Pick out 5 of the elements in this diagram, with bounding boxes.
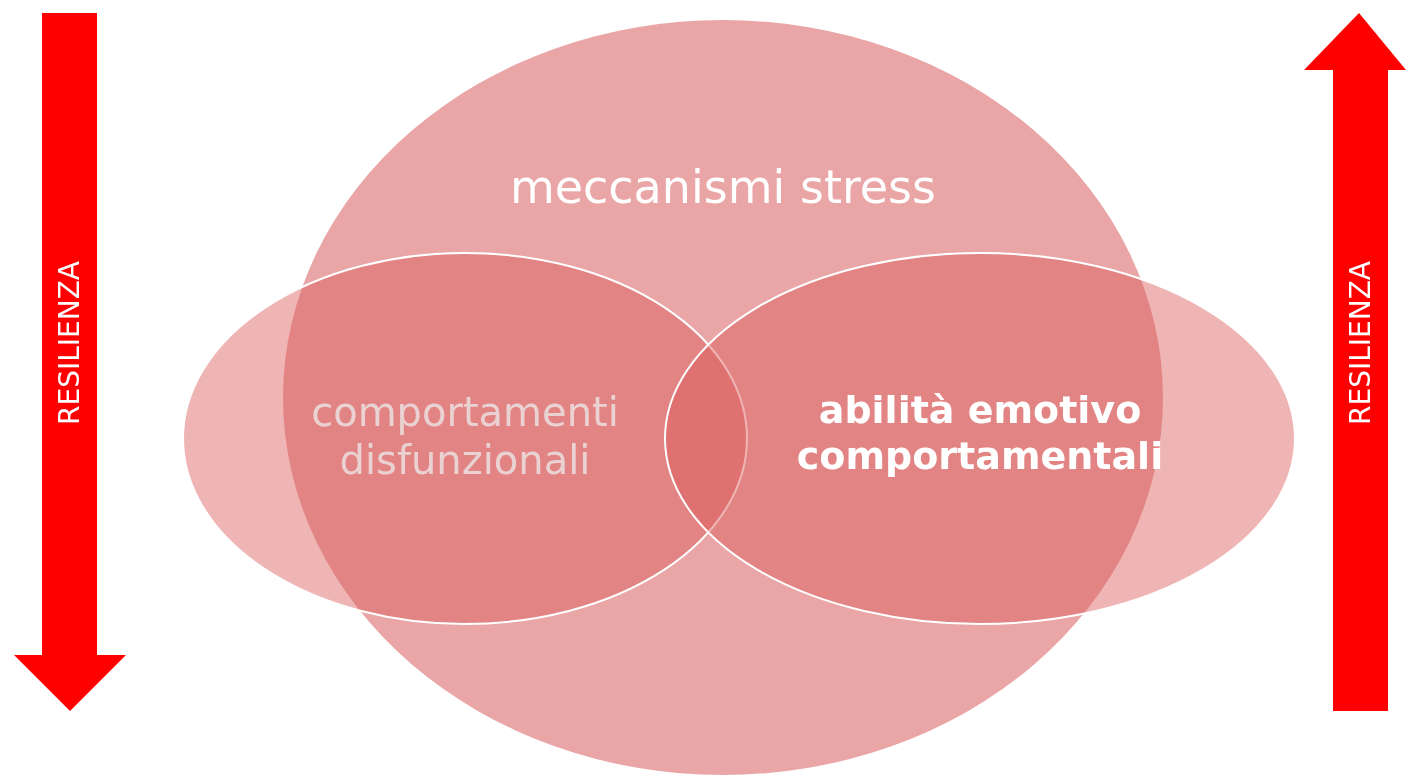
arrow-label: RESILIENZA xyxy=(1344,261,1378,425)
ellipse-label: comportamenti disfunzionali xyxy=(310,388,620,484)
arrow-label: RESILIENZA xyxy=(53,261,87,425)
ellipse-label: abilità emotivo comportamentali xyxy=(795,388,1165,480)
circle-label: meccanismi stress xyxy=(508,160,938,216)
